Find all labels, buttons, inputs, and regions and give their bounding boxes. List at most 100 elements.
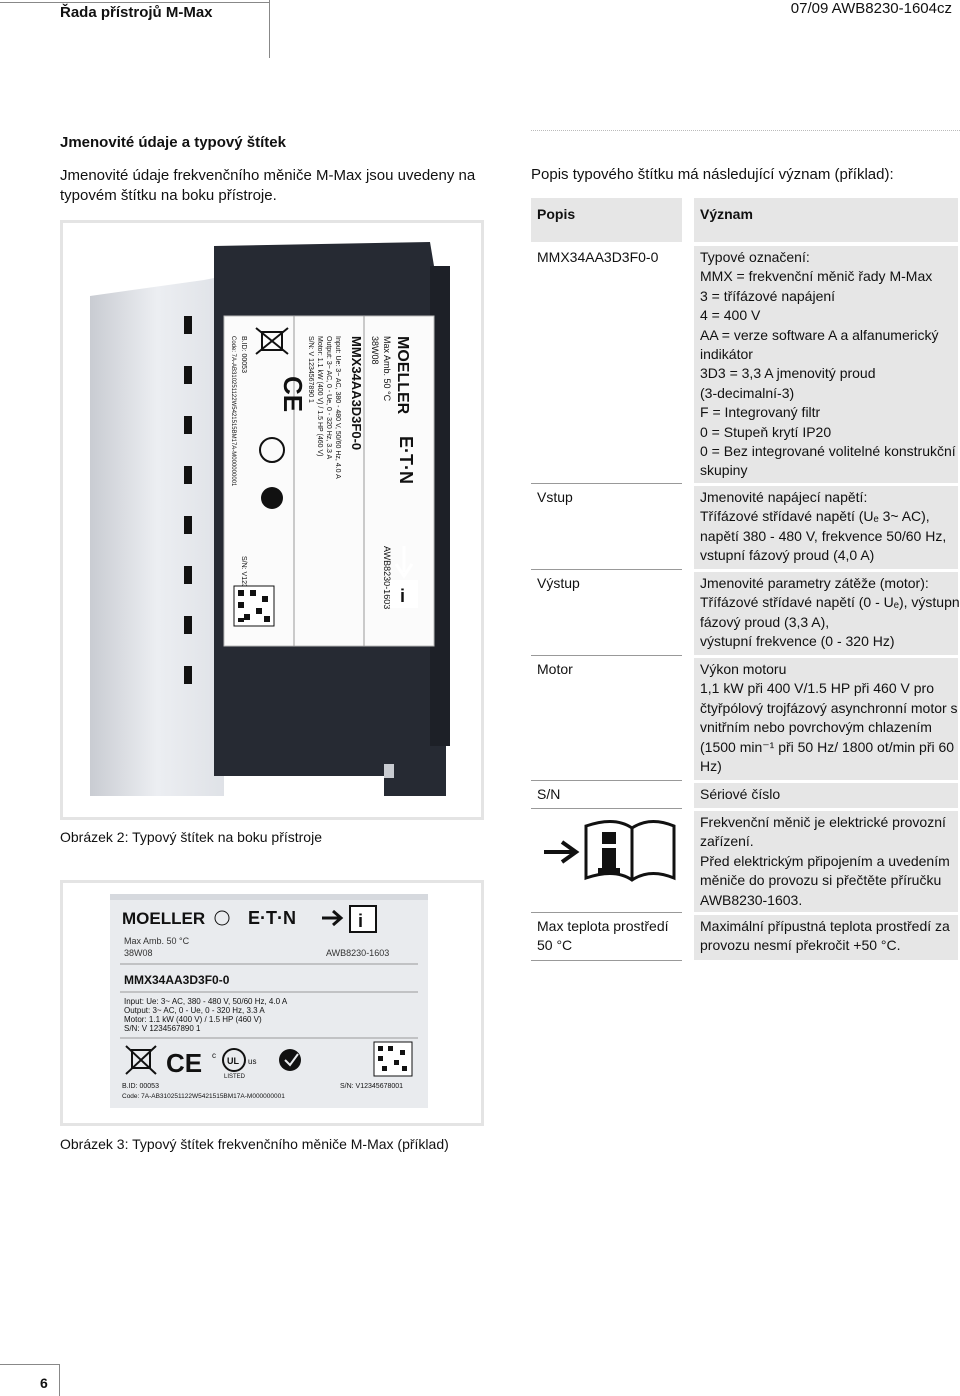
- side-bid: B.ID: 00053: [240, 336, 247, 373]
- table-cell-line: (3-decimalní-3): [700, 384, 795, 401]
- table-cell-line: Hz): [700, 758, 722, 775]
- section-intro: Jmenovité údaje frekvenčního měniče M-Ma…: [60, 167, 476, 204]
- side-ce-mark: CE: [278, 376, 308, 412]
- table-cell-vyznam: Výkon motoru 1,1 kW při 400 V/1.5 HP při …: [694, 658, 958, 781]
- table-cell-line: měniče do provozu si přečtěte příručku: [700, 872, 942, 889]
- table-cell-line: 0 = Stupeň krytí IP20: [700, 423, 832, 440]
- table-cell-line: Typové označení:: [700, 249, 810, 265]
- plate-logo-icon: [214, 910, 230, 926]
- table-cell-line: čtyřpólový trojfázový asynchronní motor …: [700, 699, 958, 716]
- svg-text:UL: UL: [227, 1056, 239, 1066]
- table-cell-line: provozu nesmí překročit +50 °C.: [700, 937, 901, 954]
- plate-motor: Motor: 1.1 kW (400 V) / 1.5 HP (460 V): [124, 1015, 262, 1024]
- table-cell-line: Výkon motoru: [700, 661, 787, 677]
- table-cell-line: indikátor: [700, 346, 753, 363]
- figure-3-caption: Obrázek 3: Typový štítek frekvenčního mě…: [60, 1136, 449, 1152]
- table-cell-vyznam: Jmenovité napájecí napětí: Třífázové stří…: [694, 486, 958, 570]
- plate-max-amb: Max Amb. 50 °C: [124, 936, 190, 946]
- header-rule: [0, 2, 269, 3]
- table-cell-vyznam: Frekvenční měnič je elektrické provozní z…: [694, 811, 958, 913]
- table-cell-popis: S/N: [531, 783, 682, 809]
- svg-text:us: us: [248, 1057, 256, 1066]
- side-motor: Motor: 1.1 kW (400 V) / 1.5 HP (460 V): [316, 336, 323, 456]
- table-cell-line: 4 = 400 V: [700, 307, 761, 324]
- side-brand: MOELLER: [394, 336, 411, 415]
- plate-ul-icon: [222, 1048, 246, 1072]
- table-cell-line: zařízení.: [700, 833, 754, 850]
- table-cell-vyznam: Jmenovité parametry zátěže (motor): Třífá…: [694, 572, 960, 656]
- table-cell-vyznam: Typové označení: MMX = frekvenční měnič ř…: [694, 246, 958, 484]
- plate-info-icon: [349, 905, 377, 933]
- svg-text:i: i: [358, 911, 363, 931]
- svg-text:LISTED: LISTED: [224, 1074, 246, 1080]
- side-type: MMX34AA3D3F0-0: [349, 336, 364, 450]
- side-code: Code: 7A-AB310251122W5421515BM17A-M00000…: [230, 336, 236, 487]
- table-cell-line: 3 = třífázové napájení: [700, 287, 836, 304]
- table-cell-line: vnitřním nebo povrchovým chlazením: [700, 719, 932, 736]
- table-cell-line: F = Integrovaný filtr: [700, 404, 821, 421]
- side-datamatrix-icon: [233, 585, 275, 627]
- table-cell-popis: Motor: [531, 658, 682, 781]
- table-header-vyznam: Význam: [694, 198, 958, 242]
- side-awb: AWB8230-1603: [382, 546, 392, 609]
- plate-arrow-icon: [322, 909, 344, 927]
- table-cell-line: Jmenovité napájecí napětí:: [700, 489, 868, 505]
- table-cell-line: Jmenovité parametry zátěže (motor):: [700, 575, 929, 591]
- plate-rev: 38W08: [124, 948, 153, 958]
- section-title: Jmenovité údaje a typový štítek: [60, 134, 286, 151]
- plate-sn: S/N: V 1234567890 1: [124, 1024, 201, 1033]
- table-cell-line: MMX = frekvenční měnič řady M-Max: [700, 268, 933, 285]
- nameplate-photo: MOELLER E·T·N i Max Amb. 50 °C 38W08 AWB…: [110, 894, 428, 1108]
- plate-awb: AWB8230-1603: [326, 948, 389, 958]
- table-cell-line: Třífázové střídavé napětí (Uₑ 3~ AC),: [700, 508, 930, 525]
- table-cell-line: Maximální přípustná teplota prostředí za: [700, 918, 950, 934]
- table-cell-line: Frekvenční měnič je elektrické provozní: [700, 814, 946, 830]
- table-cell-popis: Výstup: [531, 572, 682, 656]
- table-cell-line: (1500 min⁻¹ při 50 Hz/ 1800 ot/min při 6…: [700, 738, 955, 755]
- table-cell-line: Před elektrickým připojením a uvedením: [700, 852, 950, 869]
- side-input: Input: Ue: 3~ AC, 380 - 480 V, 50/60 Hz,…: [334, 336, 341, 479]
- table-cell-vyznam: Maximální přípustná teplota prostředí za…: [694, 915, 958, 961]
- plate-sn2: S/N: V12345678001: [340, 1083, 403, 1090]
- table-cell-line: výstupní frekvence (0 - 320 Hz): [700, 633, 895, 650]
- table-header-popis: Popis: [531, 198, 682, 242]
- header-series-title: Řada přístrojů M-Max: [60, 4, 213, 21]
- side-output: Output: 3~ AC, 0 - Ue, 0 - 320 Hz, 3.3 A: [325, 336, 332, 459]
- side-sn: S/N: V 1234567890 1: [307, 336, 314, 403]
- table-cell-line: napětí 380 - 480 V, frekvence 50/60 Hz,: [700, 527, 947, 544]
- table-cell-line: Sériové číslo: [700, 786, 781, 802]
- side-weee-icon: [255, 327, 289, 355]
- table-cell-popis: Max teplota prostředí 50 °C: [531, 915, 682, 961]
- device-side-photo: MOELLER Max Amb. 50 °C 38W08 E·T·N AWB82…: [84, 236, 464, 804]
- side-eaton: E·T·N: [396, 436, 416, 484]
- dotted-separator: [531, 130, 960, 131]
- table-cell-line: 3D3 = 3,3 A jmenovitý proud: [700, 365, 876, 382]
- table-cell-line: skupiny: [700, 462, 748, 479]
- plate-code: Code: 7A-AB310251122W5421515BM17A-M00000…: [122, 1093, 285, 1100]
- plate-type: MMX34AA3D3F0-0: [124, 973, 230, 987]
- side-rev: 38W08: [370, 336, 380, 365]
- table-cell-line: 0 = Bez integrované volitelné konstrukčn…: [700, 443, 956, 460]
- plate-input: Input: Ue: 3~ AC, 380 - 480 V, 50/60 Hz,…: [124, 997, 288, 1006]
- header-divider: [269, 0, 270, 58]
- plate-ce-mark: CE: [166, 1048, 202, 1078]
- svg-text:c: c: [212, 1051, 216, 1060]
- figure-2-caption: Obrázek 2: Typový štítek na boku přístro…: [60, 829, 322, 845]
- svg-text:i: i: [400, 586, 405, 606]
- table-cell-line: fázový proud (3,3 A),: [700, 613, 830, 630]
- plate-datamatrix-icon: [373, 1041, 413, 1077]
- plate-bid: B.ID: 00053: [122, 1083, 159, 1090]
- plate-brand: MOELLER: [122, 909, 205, 928]
- plate-output: Output: 3~ AC, 0 - Ue, 0 - 320 Hz, 3.3 A: [124, 1006, 265, 1015]
- table-cell-line: AWB8230-1603.: [700, 891, 803, 908]
- plate-eaton: E·T·N: [248, 908, 296, 928]
- side-ctick-mark: [261, 487, 283, 509]
- side-ul-mark: [259, 437, 285, 463]
- read-manual-icon: [544, 820, 676, 882]
- table-cell-line: vstupní fázový proud (4,0 A): [700, 547, 875, 564]
- table-cell-line: Třífázové střídavé napětí (0 - Uₑ), výst…: [700, 594, 960, 611]
- table-cell-popis: Vstup: [531, 486, 682, 570]
- table-cell-popis: MMX34AA3D3F0-0: [531, 246, 682, 484]
- table-cell-popis: [531, 811, 682, 913]
- table-cell-line: 1,1 kW při 400 V/1.5 HP při 460 V pro: [700, 680, 934, 697]
